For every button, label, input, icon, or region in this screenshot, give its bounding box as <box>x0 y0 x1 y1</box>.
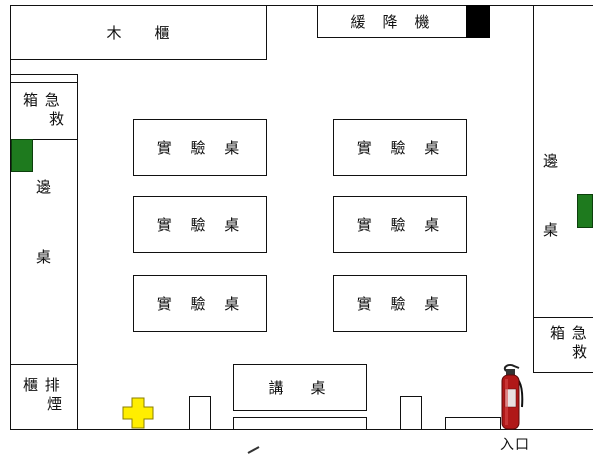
first-aid-box-left: 箱 急 救 <box>10 82 78 140</box>
lab-table-label: 實 驗 桌 <box>156 139 244 157</box>
side-table-right-line2: 桌 <box>543 221 560 239</box>
entrance-label: 入口 <box>500 437 530 453</box>
lab-table-3: 實 驗 桌 <box>133 196 267 253</box>
first-aid-cross-icon <box>122 397 154 429</box>
lab-table-label: 實 驗 桌 <box>156 295 244 313</box>
pillar-right <box>400 396 422 430</box>
side-table-left-line1: 邊 <box>36 178 53 196</box>
first-aid-right-top <box>533 317 593 318</box>
lab-table-1: 實 驗 桌 <box>133 119 267 176</box>
side-table-left-line2: 桌 <box>36 248 53 266</box>
lecture-table-base <box>233 417 367 430</box>
lab-table-4: 實 驗 桌 <box>333 196 467 253</box>
right-wall <box>533 5 534 373</box>
green-marker-right <box>577 194 593 228</box>
first-aid-left-line1: 箱 急 <box>23 91 61 109</box>
descender: 緩 降 機 <box>317 5 490 38</box>
first-aid-right-line1: 箱 急 <box>550 324 588 342</box>
wooden-cabinet-label: 木 櫃 <box>106 24 171 42</box>
fire-extinguisher-icon <box>501 363 524 430</box>
entrance-threshold <box>445 417 501 430</box>
lab-table-6: 實 驗 桌 <box>333 275 467 332</box>
lab-table-label: 實 驗 桌 <box>356 139 444 157</box>
descender-marker <box>466 5 490 38</box>
pillar-left <box>189 396 211 430</box>
door-swing-mark <box>247 446 260 454</box>
exhaust-cabinet-line1: 櫃 排 <box>23 376 61 394</box>
exhaust-cabinet-line2: 煙 <box>47 395 64 413</box>
lab-table-label: 實 驗 桌 <box>356 295 444 313</box>
descender-label: 緩 降 機 <box>350 13 431 31</box>
lecture-table-label: 講 桌 <box>268 379 332 397</box>
first-aid-right-line2: 救 <box>572 343 589 361</box>
exhaust-cabinet: 櫃 排 煙 <box>10 364 78 430</box>
green-marker-left <box>11 139 33 172</box>
lab-table-label: 實 驗 桌 <box>356 216 444 234</box>
lab-table-label: 實 驗 桌 <box>156 216 244 234</box>
first-aid-right-bottom <box>533 372 593 373</box>
lab-table-2: 實 驗 桌 <box>333 119 467 176</box>
side-table-right-line1: 邊 <box>543 152 560 170</box>
first-aid-left-line2: 救 <box>49 110 66 128</box>
lecture-table: 講 桌 <box>233 364 367 411</box>
side-table-left: 邊 桌 <box>10 139 78 365</box>
lab-table-5: 實 驗 桌 <box>133 275 267 332</box>
wooden-cabinet: 木 櫃 <box>10 5 267 60</box>
room-top-wall <box>10 5 593 6</box>
